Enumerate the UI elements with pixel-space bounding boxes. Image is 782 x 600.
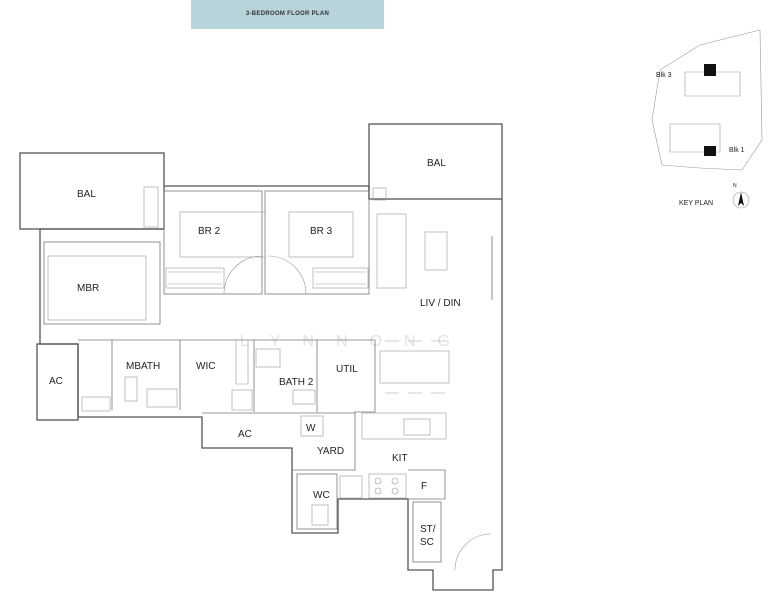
label-sc: SC [420, 537, 434, 548]
label-bal-left: BAL [77, 189, 96, 200]
label-blk1: Blk 1 [729, 147, 745, 154]
shaft-left [143, 186, 159, 228]
basin-mbath [146, 388, 178, 408]
site-buildings [669, 71, 741, 153]
site-boundary [651, 29, 763, 171]
label-wic: WIC [196, 361, 215, 372]
plan-title: 3-BEDROOM FLOOR PLAN [245, 11, 330, 17]
br2-bed [179, 211, 266, 258]
plan-title-banner: 3-BEDROOM FLOOR PLAN [191, 0, 384, 29]
label-fridge: F [421, 481, 427, 492]
br2-door [223, 255, 263, 295]
label-st: ST/ [420, 524, 436, 535]
label-washer: W [306, 423, 316, 434]
dining-table [379, 350, 450, 384]
blk1-unit-marker [704, 146, 716, 156]
shower-bath2 [231, 389, 253, 411]
shower-mbath [81, 396, 111, 412]
label-util: UTIL [336, 364, 358, 375]
toilet-bath2 [255, 348, 281, 368]
label-yard: YARD [317, 446, 344, 457]
blk3-unit-marker [704, 64, 716, 76]
service-row [78, 339, 376, 413]
label-liv-din: LIV / DIN [420, 298, 461, 309]
yard-room [292, 412, 356, 471]
wc-toilet [311, 504, 329, 526]
label-key-plan: KEY PLAN [679, 200, 713, 207]
basin-bath2 [292, 389, 316, 405]
br3-room [264, 190, 370, 295]
ac-left-ledge [36, 343, 79, 421]
kitchen-counter-top [361, 412, 447, 440]
label-kit: KIT [392, 453, 408, 464]
main-door [454, 533, 492, 571]
label-mbath: MBATH [126, 361, 160, 372]
wic-shelf [235, 340, 249, 385]
label-bath2: BATH 2 [279, 377, 314, 388]
sofa [376, 213, 407, 289]
mbr-room [43, 241, 161, 325]
label-north: N [733, 183, 737, 189]
br2-wardrobe [165, 267, 225, 289]
balcony-right [368, 123, 503, 200]
store-room [412, 501, 442, 563]
washer [300, 415, 324, 437]
label-blk3: Blk 3 [656, 72, 672, 79]
wc-shower [339, 475, 363, 499]
label-ac-bottom: AC [238, 429, 252, 440]
br3-bed [288, 211, 354, 258]
watermark: LYNNONG [240, 333, 472, 350]
key-plan: Blk 3 Blk 1 KEY PLAN N [651, 29, 763, 209]
label-ac-left: AC [49, 376, 63, 387]
br3-wardrobe [312, 267, 369, 289]
mbr-bed [47, 255, 147, 321]
label-br3: BR 3 [310, 226, 333, 237]
br2-room [163, 190, 263, 295]
label-wc: WC [313, 490, 330, 501]
wc-room [296, 473, 338, 530]
label-mbr: MBR [77, 283, 99, 294]
label-bal-right: BAL [427, 158, 446, 169]
toilet-mbath [124, 376, 138, 402]
br3-door [267, 255, 307, 295]
label-br2: BR 2 [198, 226, 221, 237]
shaft-right [372, 187, 387, 201]
kitchen-hob [368, 473, 407, 499]
coffee-table [424, 231, 448, 271]
kitchen-sink [403, 418, 431, 436]
fridge-space [408, 469, 446, 500]
